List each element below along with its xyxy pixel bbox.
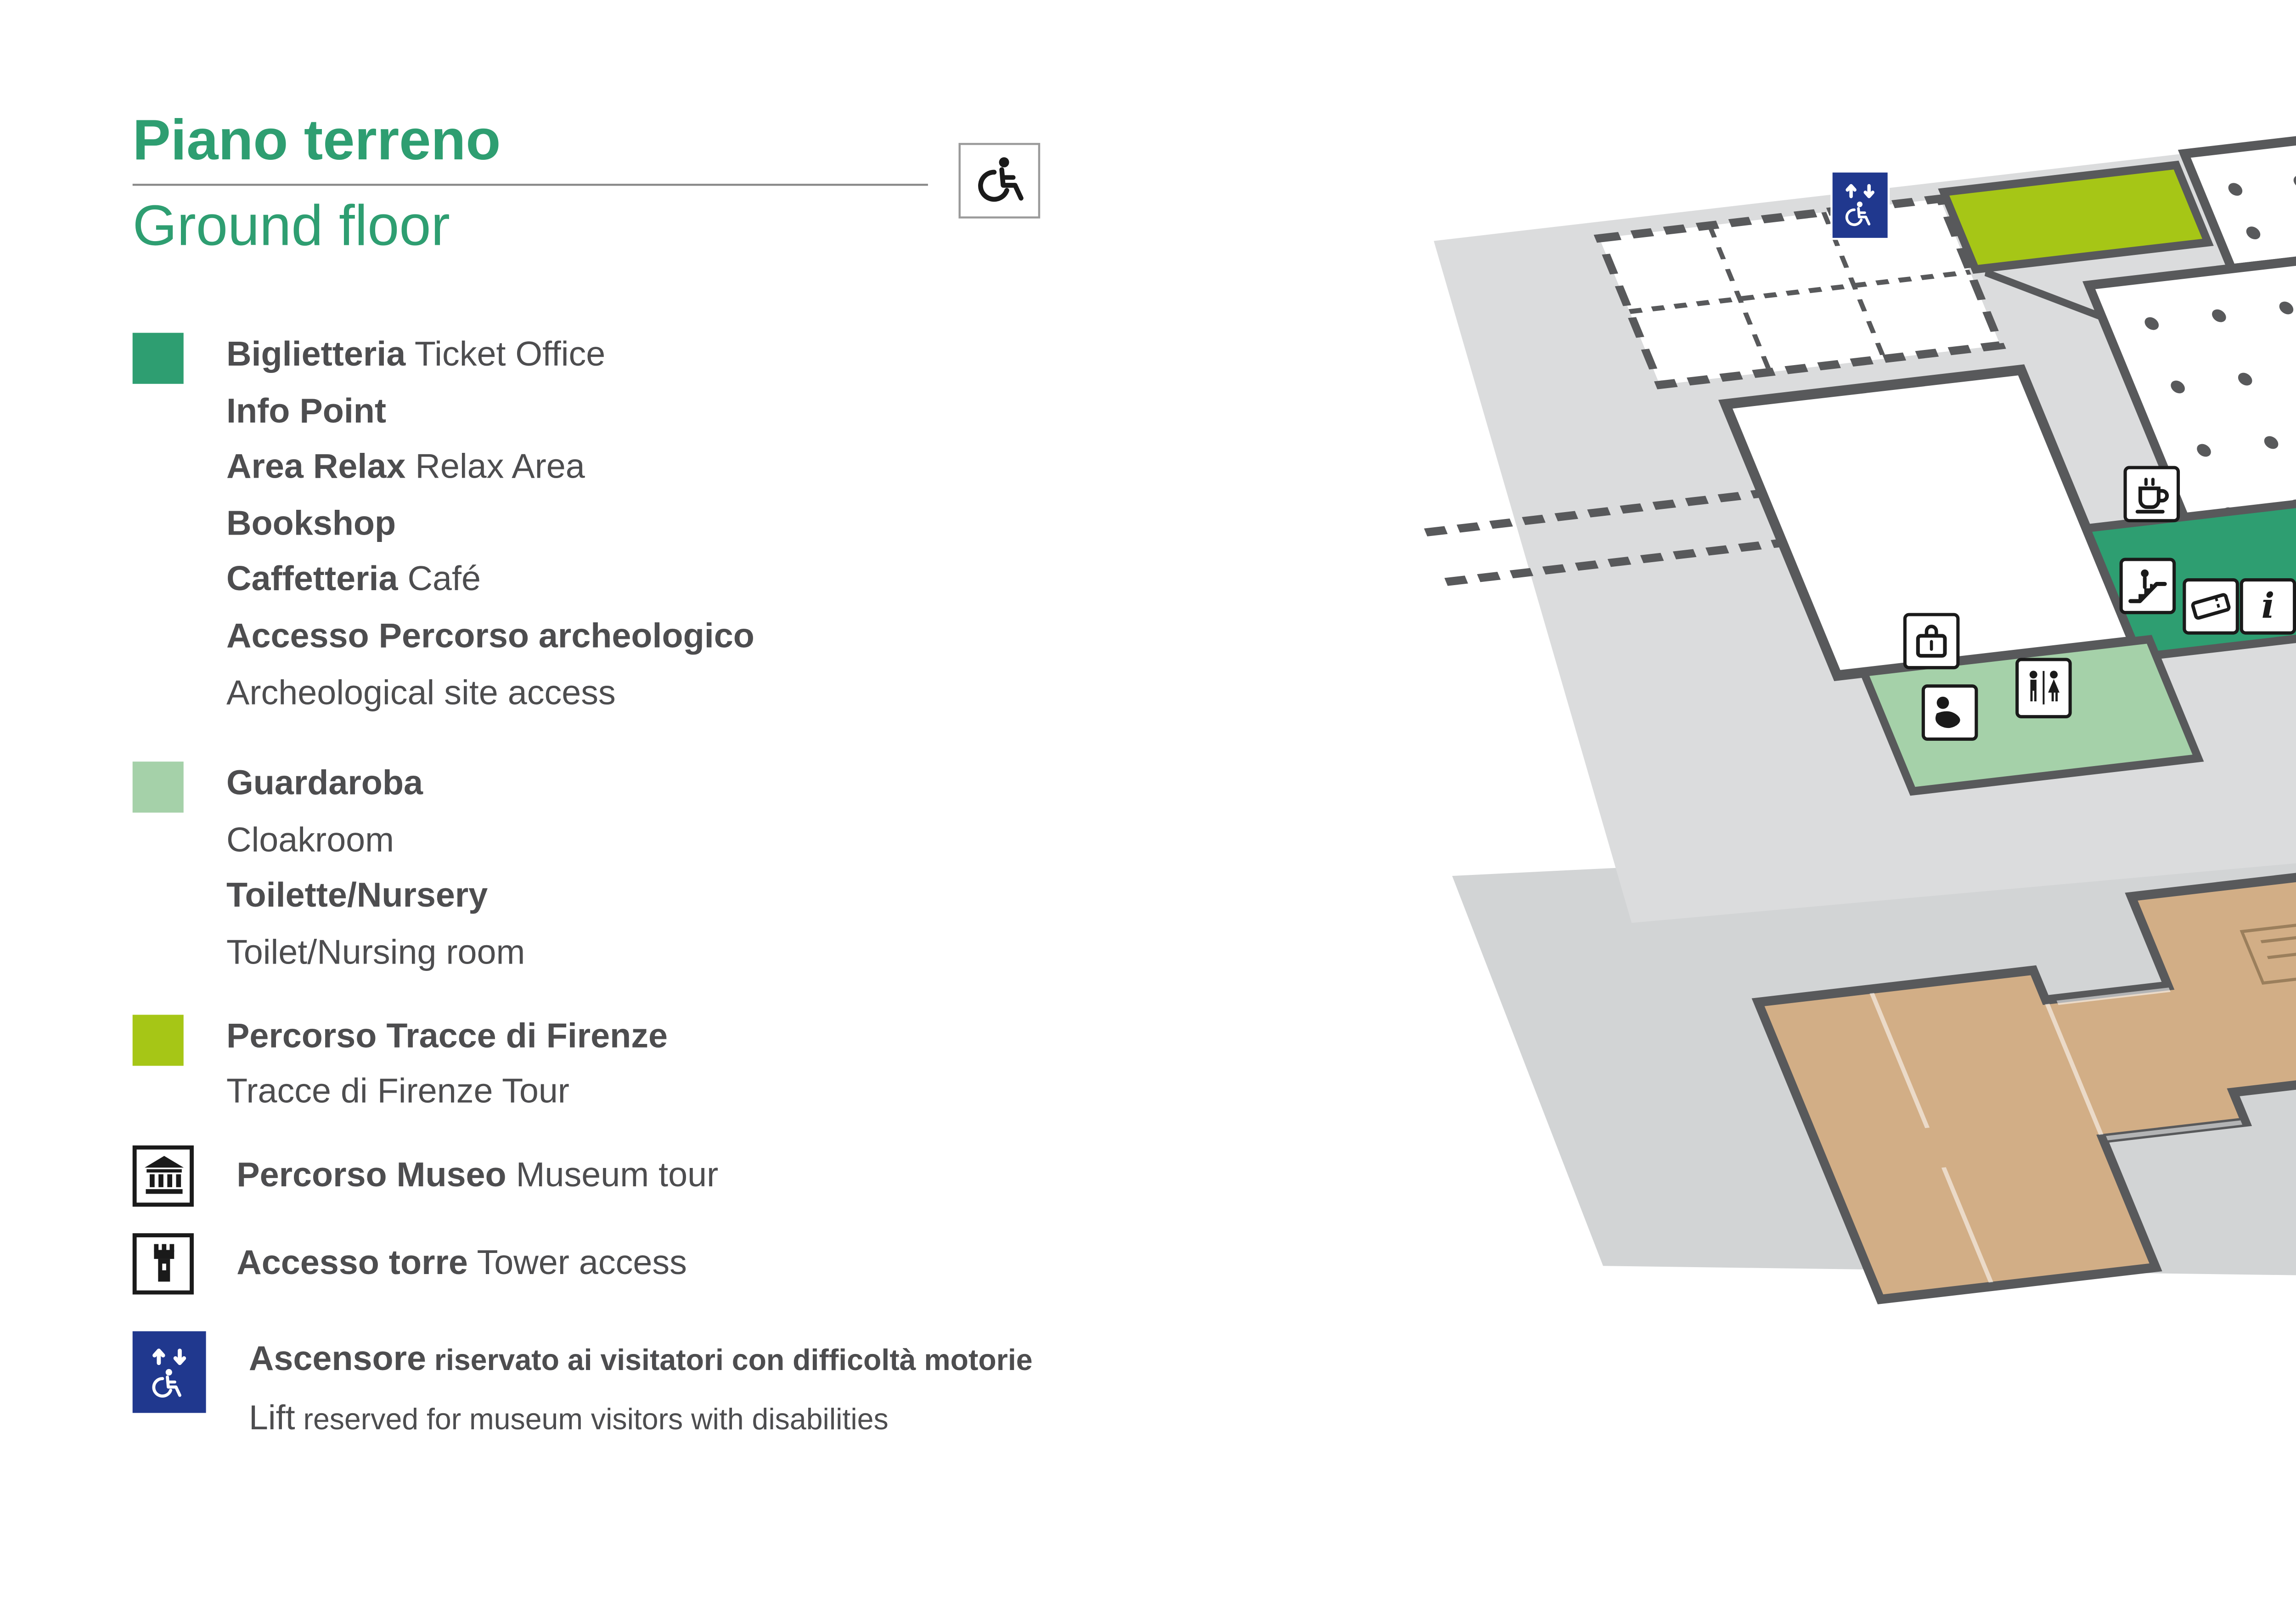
legend-line: Percorso Museo Museum tour: [236, 1155, 719, 1195]
toilets-icon: [2015, 658, 2072, 718]
coffee-icon: [2123, 466, 2180, 523]
legend-line: Archeological site access: [226, 673, 616, 712]
green-swatch: [132, 333, 184, 384]
colonnade-columns: [2228, 175, 2296, 240]
legend-line: Cloakroom: [226, 820, 394, 859]
legend-line: Biglietteria Ticket Office: [226, 335, 606, 374]
legend-line: Accesso torre Tower access: [236, 1243, 687, 1282]
legend-item-cloakroom: Guardaroba Cloakroom Toilette/Nursery To…: [132, 756, 1153, 981]
legend-line: Toilette/Nursery: [226, 876, 488, 916]
light-green-swatch: [132, 761, 184, 813]
legend-line: Percorso Tracce di Firenze: [226, 1015, 668, 1055]
excavation-walls: [1869, 987, 2243, 1283]
lift-icon: [132, 1331, 206, 1413]
colonnade-hall: [2178, 103, 2296, 274]
escalator-icon: [2119, 558, 2176, 615]
floor-title-it: Piano terreno: [132, 108, 501, 172]
legend-line: Area Relax Relax Area: [226, 447, 585, 486]
lift-icon: [1830, 170, 1890, 240]
ground-floor-legend: Piano terreno Ground floor Biglietteria …: [132, 108, 1153, 1449]
entrance-corridor-walls: [1424, 488, 1790, 586]
archeological-site-building: [1751, 861, 2296, 1304]
legend-line: Bookshop: [226, 504, 396, 543]
legend-item-ticket-office: Biglietteria Ticket Office Info Point Ar…: [132, 327, 1153, 721]
tower-icon: [132, 1232, 194, 1294]
nursery-icon: [1921, 684, 1978, 741]
legend-line: Toilet/Nursing room: [226, 933, 525, 972]
legend-line: Accesso Percorso archeologico: [226, 616, 754, 655]
legend-line: Info Point: [226, 391, 387, 430]
ticket-icon: [2183, 578, 2239, 635]
floor-title-block: Piano terreno Ground floor: [132, 108, 928, 258]
museum-icon: [132, 1145, 194, 1207]
lime-swatch: [132, 1014, 184, 1065]
legend-line: Ascensore riservato ai visitatori con di…: [248, 1339, 1033, 1378]
diagonal-wall: [1984, 269, 2103, 321]
legend-item-tracce-di-firenze: Percorso Tracce di Firenze Tracce di Fir…: [132, 1008, 1153, 1120]
floor-title-rule: [132, 184, 928, 186]
info-icon: [2240, 578, 2296, 635]
cloakroom-icon: [1903, 613, 1960, 670]
excavation-sketch: [2240, 919, 2296, 985]
legend-line: Caffetteria Café: [226, 560, 481, 599]
tracce-di-firenze-zone: [1938, 160, 2214, 274]
legend-line: Lift reserved for museum visitors with d…: [248, 1398, 889, 1437]
floor-title-en: Ground floor: [132, 194, 450, 258]
legend-line: Guardaroba: [226, 764, 423, 803]
wheelchair-icon: [958, 143, 1041, 219]
legend-line: Tracce di Firenze Tour: [226, 1072, 570, 1111]
legend-item-tower-access: Accesso torre Tower access: [132, 1232, 1153, 1294]
legend-item-lift: Ascensore riservato ai visitatori con di…: [132, 1331, 1153, 1449]
legend-item-museum-tour: Percorso Museo Museum tour: [132, 1145, 1153, 1207]
